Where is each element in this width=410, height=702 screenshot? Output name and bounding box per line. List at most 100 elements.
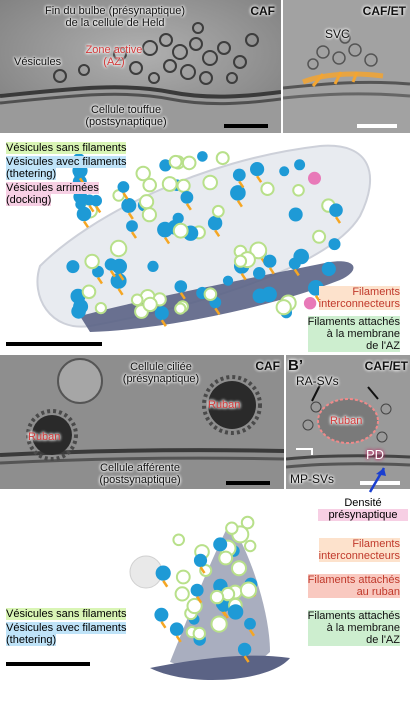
connector-filament — [196, 595, 203, 604]
active-zone-line1: Zone active — [85, 44, 143, 56]
connectors-line1: Filaments — [318, 286, 400, 298]
model-1-reconstruction: Vésicules sans filaments Vésicules avec … — [0, 136, 410, 352]
tethered-vesicle — [180, 191, 194, 204]
connector-filament — [109, 270, 116, 278]
connector-filament — [96, 276, 104, 285]
connector-filament — [243, 655, 250, 663]
connector-filament — [127, 212, 134, 220]
model-1-legend: Vésicules sans filaments Vésicules avec … — [6, 142, 127, 206]
connector-filament — [334, 216, 342, 224]
free-vesicle — [202, 174, 218, 191]
mp-svs-label: MP-SVs — [290, 472, 335, 486]
panel-b2-et-texture — [286, 355, 410, 489]
tethered-vesicle — [121, 198, 137, 213]
panel-b-scale-bar — [226, 481, 270, 485]
panel-a-em-image: CAF Fin du bulbe (présynaptique) de la c… — [0, 0, 281, 133]
tethered-vesicle — [154, 306, 169, 321]
tethered-vesicle — [237, 642, 252, 657]
free-vesicle — [225, 521, 239, 535]
presynaptic-density-label: Densité présynaptique — [318, 497, 408, 521]
ra-svs-label: RA-SVs — [296, 374, 339, 388]
m2-legend-with-filaments-line1: Vésicules avec filaments — [6, 622, 127, 634]
membrane-line3: de l'AZ — [307, 340, 400, 352]
free-vesicle — [84, 253, 100, 270]
tethered-vesicle — [253, 267, 266, 280]
ribbon-fil-line2: au ruban — [307, 586, 400, 598]
tethered-vesicle — [193, 553, 208, 567]
model-2-scale-bar — [6, 662, 90, 666]
model-1-drawing — [36, 144, 372, 332]
free-vesicle — [233, 254, 248, 268]
connector-filament — [130, 231, 138, 239]
ribbon-right-label: Ruban — [208, 399, 241, 411]
legend-docked-line1: Vésicules arrimées — [6, 182, 99, 194]
connector-filament — [240, 272, 247, 281]
docked-vesicle — [303, 297, 317, 310]
panel-a-title-line1: Fin du bulbe (présynaptique) — [44, 5, 186, 17]
legend-with-filaments-line2: (thetering) — [6, 168, 57, 180]
legend-with-filaments: Vésicules avec filaments (thetering) — [6, 156, 127, 180]
connector-filament — [256, 175, 263, 183]
free-vesicle — [292, 184, 305, 197]
free-vesicle — [175, 569, 191, 585]
connector-filament — [293, 268, 300, 277]
free-vesicle — [174, 302, 187, 315]
connector-filament — [162, 580, 169, 588]
connector-filament — [88, 205, 95, 213]
connector-filament — [185, 203, 192, 211]
tethered-vesicle — [207, 215, 223, 231]
tethered-vesicle — [222, 275, 234, 286]
free-vesicle — [94, 302, 108, 315]
docked-vesicle — [308, 171, 321, 185]
free-vesicle — [240, 515, 255, 530]
panel-a-em-texture — [0, 0, 281, 133]
free-vesicle — [135, 165, 151, 182]
connector-filament — [248, 629, 256, 637]
model-2-legend: Vésicules sans filaments Vésicules avec … — [6, 608, 127, 646]
ribbon-et-label: Ruban — [330, 415, 363, 427]
panel-a-title: Fin du bulbe (présynaptique) de la cellu… — [30, 5, 200, 29]
tethered-vesicle — [190, 583, 204, 597]
connector-filament — [175, 635, 182, 643]
tethered-vesicle — [288, 207, 303, 222]
free-vesicle — [209, 589, 225, 605]
presynaptic-hair-cell-label: Cellule ciliée (présynaptique) — [106, 361, 216, 385]
tethered-vesicle — [92, 265, 104, 278]
tethered-vesicle — [71, 304, 86, 319]
tethered-vesicle — [227, 604, 244, 620]
free-vesicle — [172, 222, 189, 239]
model-2-ribbon-filaments-label: Filaments attachés au ruban — [307, 574, 400, 598]
free-vesicle — [231, 560, 247, 577]
tethered-vesicle — [117, 181, 130, 193]
panel-a2-et-texture — [283, 0, 410, 133]
panel-a2-et-image: CAF/ET SVC — [283, 0, 410, 133]
svc-label: SVC — [325, 27, 350, 41]
free-vesicle — [210, 615, 228, 633]
tethered-vesicle — [329, 203, 343, 217]
free-vesicle — [176, 178, 191, 193]
free-vesicle — [174, 586, 190, 602]
connector-filament — [118, 273, 125, 281]
free-vesicle — [192, 626, 207, 641]
membrane-line1: Filaments attachés — [307, 316, 400, 328]
legend-no-filaments: Vésicules sans filaments — [6, 142, 127, 154]
panel-a2-scale-bar — [357, 124, 397, 128]
tethered-vesicle — [154, 607, 169, 622]
m2-connectors-line2: interconnecteurs — [318, 550, 400, 562]
tethered-vesicle — [169, 622, 184, 636]
connector-filament — [214, 229, 221, 237]
panel-b2-et-image: B’ CAF/ET RA-SVs Ruban MP-SVs PD — [286, 355, 410, 489]
model-2-connectors-label: Filaments interconnecteurs — [318, 538, 400, 562]
free-vesicle — [142, 296, 158, 313]
free-vesicle — [199, 564, 213, 577]
free-vesicle — [211, 204, 225, 218]
m2-membrane-line2: à la membrane — [307, 622, 400, 634]
ribbon-fil-line1: Filaments attachés — [307, 574, 400, 586]
afferent-line1: Cellule afférente — [100, 462, 180, 474]
free-vesicle — [168, 154, 183, 169]
connector-filament — [122, 192, 129, 200]
tethered-vesicle — [104, 258, 118, 271]
tethered-vesicle — [244, 617, 256, 630]
connector-filament — [222, 611, 229, 619]
tethered-vesicle — [230, 185, 246, 201]
